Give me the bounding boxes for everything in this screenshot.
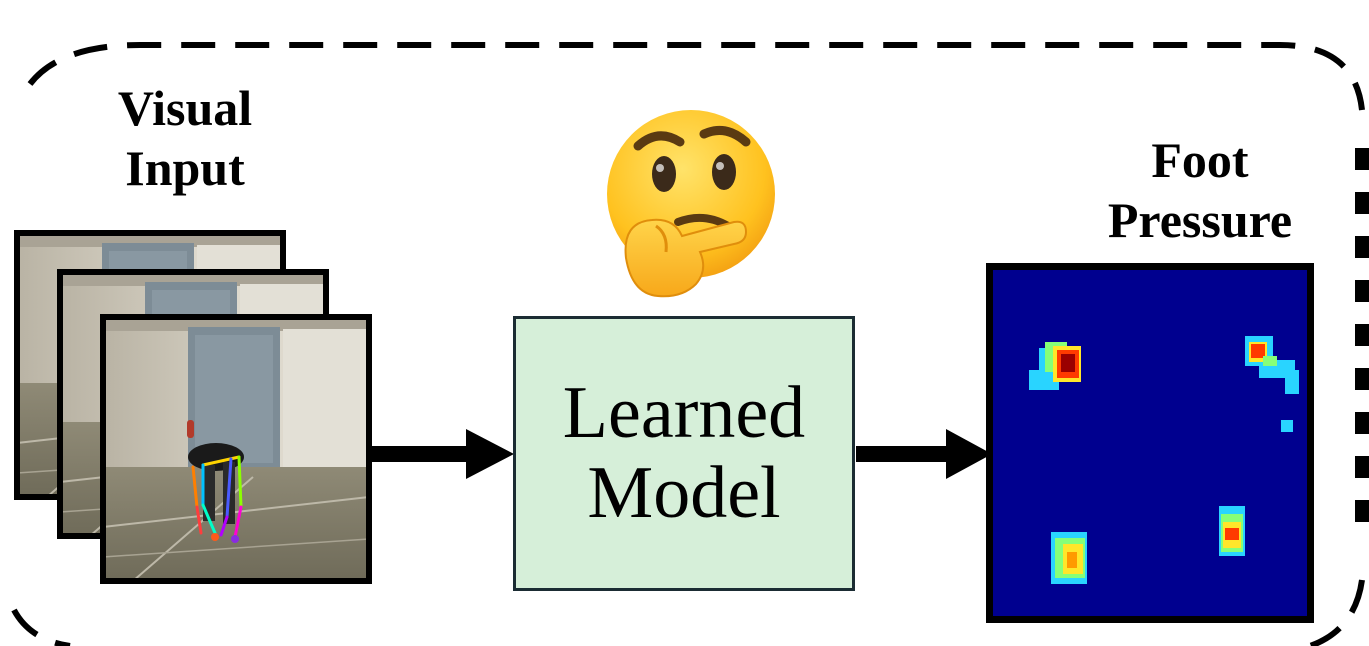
foot-pressure-heading: Foot Pressure [1035,130,1365,250]
cropped-right-edge-marks [1355,148,1369,522]
foot-pressure-heading-line2: Pressure [1107,192,1293,248]
arrow-model-to-pressure [856,429,992,479]
foot-pressure-heatmap [986,263,1314,623]
arrow-input-to-model [368,429,514,479]
visual-input-heading: Visual Input [60,78,310,198]
thinking-face-emoji-icon [607,110,775,298]
learned-model-box: Learned Model [513,316,855,591]
pressure-blob-top-right [1245,336,1299,432]
visual-input-heading-line1: Visual [117,80,253,136]
model-label-line2: Model [587,451,781,534]
video-frame-front [100,314,372,584]
foot-pressure-heading-line1: Foot [1151,132,1249,188]
model-label-line1: Learned [562,371,806,454]
pressure-blob-top-left [1029,342,1081,390]
pressure-blob-bottom-right [1219,506,1245,556]
video-frame-stack [14,230,372,584]
fire-extinguisher-icon [187,420,194,438]
visual-input-heading-line2: Input [125,140,245,196]
pressure-blob-bottom-left [1051,532,1087,584]
pose-skeleton-overlay [191,455,243,539]
